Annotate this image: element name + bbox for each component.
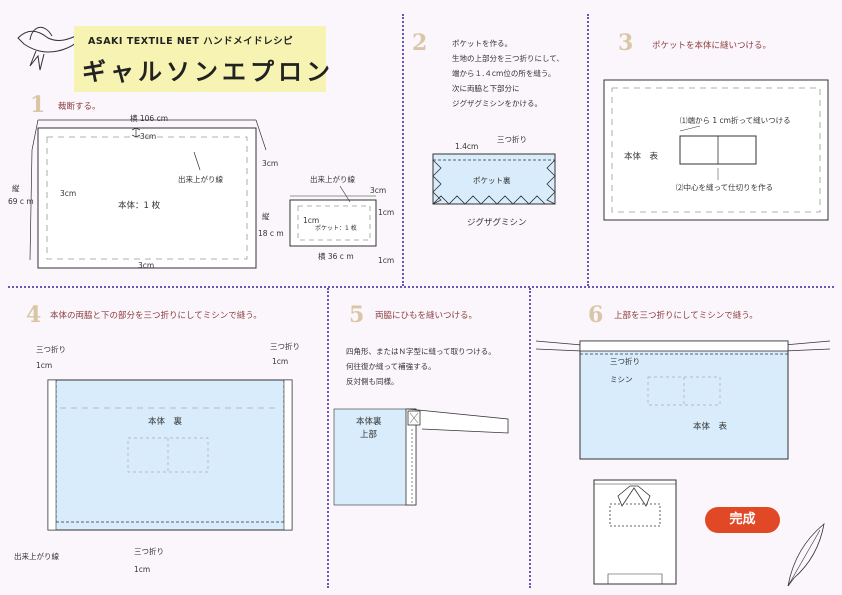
pocket-1cm-bottom-label: 1cm xyxy=(378,256,395,265)
step-6-body-front-label: 本体 表 xyxy=(693,422,728,432)
step-2-1-4cm-label: 1.4cm xyxy=(455,142,479,151)
step-4-mitsuori-right: 三つ折り xyxy=(270,342,300,351)
pocket-1-label: ポケット：1 枚 xyxy=(315,225,357,232)
strap-attach-diagram xyxy=(333,408,509,506)
step-4-1cm-left: 1cm xyxy=(36,361,53,370)
step-6-mitsuori-label: 三つ折り xyxy=(610,357,640,366)
step-5-top-label: 上部 xyxy=(360,430,378,440)
margin-3cm-top-label: 3cm xyxy=(140,132,157,141)
margin-3cm-left-label: 3cm xyxy=(60,189,77,198)
pocket-1cm-right-label: 1cm xyxy=(378,208,395,217)
step-2-line-4: 次に両脇と下部分に xyxy=(452,84,520,93)
step-4-mitsuori-left: 三つ折り xyxy=(36,345,66,354)
divider-v3 xyxy=(327,288,329,588)
step-5-title: 両脇にひもを縫いつける。 xyxy=(375,311,478,321)
step-1-number: 1 xyxy=(30,92,46,118)
step-5-line-3: 反対側も同様。 xyxy=(346,377,399,386)
step-2-number: 2 xyxy=(412,30,428,56)
step-5-line-1: 四角形、またはＮ字型に縫って取りつける。 xyxy=(346,347,496,356)
step-6-number: 6 xyxy=(588,302,604,328)
step-3-note-a: ⑴端から 1 cm折って縫いつける xyxy=(680,116,791,125)
pocket-finished-line-label: 出来上がり線 xyxy=(310,175,355,184)
height-69-label: 69 c m xyxy=(8,197,34,206)
pocket-tate-label: 縦 xyxy=(262,212,270,221)
step-2-line-3: 端から１.４cm位の所を縫う。 xyxy=(452,69,556,78)
pocket-height-18-label: 18 c m xyxy=(258,229,284,238)
margin-3cm-bottom-label: 3cm xyxy=(138,261,155,270)
divider-v1 xyxy=(402,14,404,286)
step-5-number: 5 xyxy=(349,302,365,328)
pocket-sewing-diagram xyxy=(432,153,556,205)
finished-apron-illustration xyxy=(593,479,677,585)
divider-v4 xyxy=(529,288,531,588)
step-2-mitsuori-label: 三つ折り xyxy=(497,135,527,144)
margin-3cm-right-label: 3cm xyxy=(262,159,279,168)
step-3-body-front-label: 本体 表 xyxy=(624,152,659,162)
zigzag-label: ジグザグミシン xyxy=(467,218,527,228)
feather-icon xyxy=(787,523,825,587)
pocket-attach-diagram xyxy=(603,79,829,221)
body-cutting-diagram xyxy=(29,119,267,269)
step-2-line-2: 生地の上部分を三つ折りにして、 xyxy=(452,54,564,63)
pocket-3cm-label: 3cm xyxy=(370,186,387,195)
top-hem-diagram xyxy=(535,340,831,460)
divider-h xyxy=(8,286,834,288)
page-title: ギャルソンエプロン xyxy=(82,58,334,86)
pocket-1cm-left-label: 1cm xyxy=(303,216,320,225)
step-4-body-back-label: 本体 裏 xyxy=(148,417,183,427)
step-4-1cm-bottom: 1cm xyxy=(134,565,151,574)
title-banner xyxy=(74,26,326,92)
step-4-number: 4 xyxy=(26,302,42,328)
done-badge: 完成 xyxy=(705,507,780,533)
step-3-number: 3 xyxy=(618,30,634,56)
body-hem-diagram xyxy=(47,379,293,531)
step-4-mitsuori-bottom: 三つ折り xyxy=(134,547,164,556)
brand-label: ASAKI TEXTILE NET ハンドメイドレシピ xyxy=(88,36,294,47)
step-6-mishin-label: ミシン xyxy=(610,375,633,384)
step-4-title: 本体の両脇と下の部分を三つ折りにしてミシンで縫う。 xyxy=(50,311,262,321)
step-2-line-1: ポケットを作る。 xyxy=(452,39,512,48)
step-6-title: 上部を三つ折りにしてミシンで縫う。 xyxy=(614,311,758,321)
step-2-line-5: ジグザグミシンをかける。 xyxy=(452,99,542,108)
step-3-note-b: ⑵中心を縫って仕切りを作る xyxy=(676,183,774,192)
step-4-finished-line-label: 出来上がり線 xyxy=(14,552,59,561)
height-tate-label: 縦 xyxy=(12,184,20,193)
divider-v2 xyxy=(587,14,589,286)
step-1-title: 裁断する。 xyxy=(58,102,101,112)
step-3-title: ポケットを本体に縫いつける。 xyxy=(652,41,772,51)
pocket-back-label: ポケット裏 xyxy=(473,176,511,185)
step-4-1cm-right: 1cm xyxy=(272,357,289,366)
pocket-cutting-diagram xyxy=(289,185,377,247)
finished-line-label: 出来上がり線 xyxy=(178,175,223,184)
pocket-width-36-label: 横 36 c m xyxy=(318,252,354,261)
step-5-line-2: 何往復か縫って補強する。 xyxy=(346,362,436,371)
body-1-label: 本体：1 枚 xyxy=(118,201,161,211)
width-106-label: 横 106 cm xyxy=(130,114,169,123)
step-5-body-back-label: 本体裏 xyxy=(356,417,382,427)
